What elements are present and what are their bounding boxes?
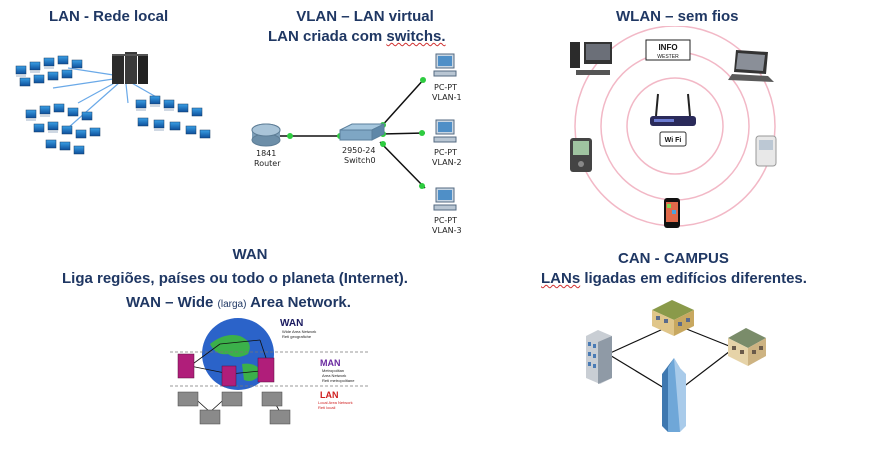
wan-fullname-larga: (larga) bbox=[217, 299, 247, 310]
vlan-subtitle-text: LAN criada com bbox=[268, 28, 387, 45]
pc2-type-label: PC-PT bbox=[434, 148, 457, 157]
vlan-topology-diagram: 1841 Router 2950-24 Switch0 PC-PT VLAN-1… bbox=[251, 53, 462, 235]
wan-fullname-post: Area Network. bbox=[246, 294, 351, 311]
lan-fig-desc2: Reti locali bbox=[318, 405, 335, 410]
wifi-badge: Wi Fi bbox=[659, 131, 687, 147]
svg-text:WESTER: WESTER bbox=[657, 54, 679, 60]
pda-icon bbox=[570, 138, 592, 172]
wan-description: Liga regiões, países ou todo o planeta (… bbox=[62, 270, 408, 287]
wlan-illustration: INFO WESTER Wi Fi bbox=[570, 26, 777, 228]
server-icon bbox=[112, 52, 148, 84]
switch-model-label: 2950-24 bbox=[342, 146, 375, 155]
wan-fig-desc1: Wide Area Network bbox=[282, 329, 316, 334]
lan-title: LAN - Rede local bbox=[49, 8, 169, 25]
vlan-title: VLAN – LAN virtual bbox=[296, 8, 434, 25]
router-model-label: 1841 bbox=[256, 149, 276, 158]
pc-icon bbox=[433, 187, 457, 211]
campus-network-illustration bbox=[586, 300, 766, 432]
campus-building-icon bbox=[652, 300, 694, 336]
can-subtitle: LANs ligadas em edifícios diferentes. bbox=[541, 270, 807, 287]
wlan-title: WLAN – sem fios bbox=[616, 8, 739, 25]
smartphone-icon bbox=[664, 198, 680, 228]
man-fig-desc3: Reti metropolitane bbox=[322, 378, 355, 383]
lan-fig-desc1: Local Area Network bbox=[318, 400, 353, 405]
skyscraper-icon bbox=[662, 358, 686, 432]
lan-fig-label: LAN bbox=[320, 390, 339, 400]
infowester-logo: INFO WESTER bbox=[645, 39, 691, 61]
lan-building-icon bbox=[177, 391, 291, 425]
desktop-computer-icon bbox=[570, 42, 612, 75]
pc-icon bbox=[433, 53, 457, 77]
switch-label: Switch0 bbox=[344, 156, 376, 165]
pc3-type-label: PC-PT bbox=[434, 216, 457, 225]
lan-network-illustration bbox=[15, 52, 211, 155]
wan-fig-desc2: Reti geografiche bbox=[282, 334, 312, 339]
router-icon bbox=[251, 123, 281, 147]
svg-text:INFO: INFO bbox=[658, 43, 677, 52]
router-label: Router bbox=[254, 159, 281, 168]
laptop-icon bbox=[728, 50, 774, 82]
wan-fullname-pre: WAN – Wide bbox=[126, 294, 218, 311]
wan-fig-label: WAN bbox=[280, 318, 303, 329]
vlan-subtitle: LAN criada com switchs. bbox=[268, 28, 446, 45]
man-fig-label: MAN bbox=[320, 358, 341, 368]
vlan-subtitle-switchs: switchs. bbox=[386, 28, 446, 45]
house-building-icon bbox=[728, 328, 766, 366]
switch-icon bbox=[339, 123, 385, 141]
svg-text:Wi Fi: Wi Fi bbox=[665, 137, 682, 144]
man-fig-desc1: Metropolitan bbox=[322, 368, 344, 373]
pc2-vlan-label: VLAN-2 bbox=[432, 158, 462, 167]
handheld-console-icon bbox=[755, 135, 777, 167]
pc-icon bbox=[433, 119, 457, 143]
wan-fullname: WAN – Wide (larga) Area Network. bbox=[126, 294, 351, 311]
office-building-icon bbox=[586, 330, 612, 384]
wan-title: WAN bbox=[232, 246, 268, 263]
pc1-vlan-label: VLAN-1 bbox=[432, 93, 462, 102]
wireless-router-icon bbox=[650, 93, 696, 126]
pc1-type-label: PC-PT bbox=[434, 83, 457, 92]
man-server-icon bbox=[177, 353, 275, 387]
pc3-vlan-label: VLAN-3 bbox=[432, 226, 462, 235]
man-fig-desc2: Area Network bbox=[322, 373, 346, 378]
can-subtitle-rest: ligadas em edifícios diferentes. bbox=[580, 270, 807, 287]
workstation-cluster-icon bbox=[15, 55, 211, 155]
can-subtitle-lans: LANs bbox=[541, 270, 581, 287]
wan-man-lan-figure: WAN Wide Area Network Reti geografiche M… bbox=[170, 318, 370, 425]
can-title: CAN - CAMPUS bbox=[618, 250, 729, 267]
